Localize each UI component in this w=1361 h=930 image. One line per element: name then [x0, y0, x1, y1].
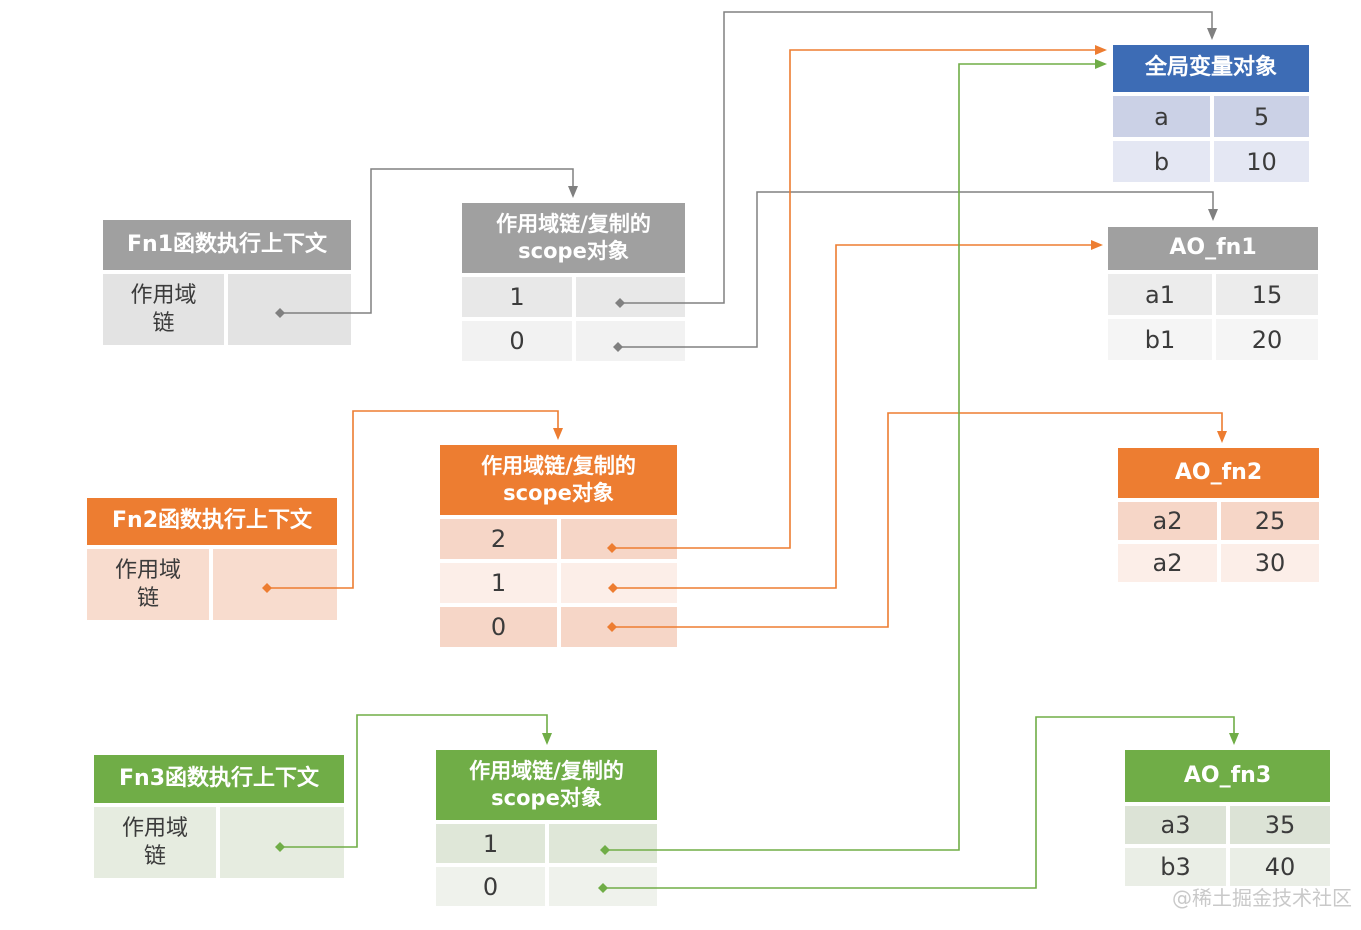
- ao-fn2-title: AO_fn2: [1118, 448, 1319, 498]
- fn2-scope-title-line1: 作用域链/复制的: [481, 453, 636, 478]
- fn1-scope-chain-label-line1: 作用域: [130, 283, 197, 308]
- connector-fn3-scope1-to-global: [600, 59, 1107, 855]
- ao-fn1-row-b1-value: 20: [1216, 319, 1318, 360]
- fn3-scope-chain-label-line2: 链: [143, 843, 166, 869]
- global-table-title: 全局变量对象: [1113, 45, 1309, 92]
- ao-fn1-title: AO_fn1: [1108, 227, 1318, 270]
- fn2-context-table: Fn2函数执行上下文 作用域 链: [87, 498, 337, 620]
- watermark: @稀土掘金技术社区: [1172, 886, 1352, 910]
- table-row: 0: [440, 607, 677, 647]
- fn2-context-title: Fn2函数执行上下文: [87, 498, 337, 545]
- fn3-scope-chain-pointer-cell: [220, 807, 344, 878]
- table-row: 0: [462, 321, 685, 361]
- table-row: 作用域 链: [94, 807, 344, 878]
- table-row: a1 15: [1108, 274, 1318, 315]
- table-row: b1 20: [1108, 319, 1318, 360]
- fn2-scope-pointer-2: [561, 519, 677, 559]
- fn3-scope-chain-label: 作用域 链: [94, 807, 216, 878]
- fn3-scope-pointer-0: [549, 867, 657, 906]
- global-row-b-key: b: [1113, 141, 1210, 182]
- table-row: a2 25: [1118, 502, 1319, 540]
- table-row: 作用域 链: [103, 274, 351, 345]
- table-row: 1: [436, 824, 657, 863]
- fn3-scope-table: 作用域链/复制的 scope对象 1 0: [436, 750, 657, 906]
- fn2-scope-chain-label: 作用域 链: [87, 549, 209, 620]
- ao-fn2-row-1-key: a2: [1118, 502, 1217, 540]
- global-row-b-value: 10: [1214, 141, 1309, 182]
- ao-fn1-table: AO_fn1 a1 15 b1 20: [1108, 227, 1318, 360]
- table-row: b 10: [1113, 141, 1309, 182]
- ao-fn3-table: AO_fn3 a3 35 b3 40: [1125, 750, 1330, 886]
- table-row: 1: [462, 277, 685, 317]
- table-row: b3 40: [1125, 848, 1330, 886]
- fn2-scope-pointer-1: [561, 563, 677, 603]
- ao-fn3-row-a3-key: a3: [1125, 806, 1226, 844]
- fn1-scope-chain-pointer-cell: [228, 274, 351, 345]
- table-row: a2 30: [1118, 544, 1319, 582]
- fn2-scope-title-line2: scope对象: [503, 481, 614, 505]
- fn2-scope-pointer-0: [561, 607, 677, 647]
- fn1-scope-index-1: 1: [462, 277, 572, 317]
- fn1-scope-title-line1: 作用域链/复制的: [496, 211, 651, 236]
- fn3-scope-index-1: 1: [436, 824, 545, 863]
- fn3-context-table: Fn3函数执行上下文 作用域 链: [94, 755, 344, 878]
- table-row: 作用域 链: [87, 549, 337, 620]
- ao-fn2-table: AO_fn2 a2 25 a2 30: [1118, 448, 1319, 582]
- fn3-scope-pointer-1: [549, 824, 657, 863]
- fn1-scope-pointer-1: [576, 277, 685, 317]
- fn2-scope-table: 作用域链/复制的 scope对象 2 1 0: [440, 445, 677, 647]
- table-row: 0: [436, 867, 657, 906]
- fn2-scope-chain-pointer-cell: [213, 549, 337, 620]
- fn3-context-title: Fn3函数执行上下文: [94, 755, 344, 803]
- fn3-scope-table-title: 作用域链/复制的 scope对象: [436, 750, 657, 820]
- table-row: 2: [440, 519, 677, 559]
- table-row: a 5: [1113, 96, 1309, 137]
- fn3-scope-title-line1: 作用域链/复制的: [469, 758, 624, 783]
- table-row: 1: [440, 563, 677, 603]
- fn2-scope-chain-label-line2: 链: [136, 585, 159, 611]
- ao-fn1-row-a1-value: 15: [1216, 274, 1318, 315]
- ao-fn2-row-2-key: a2: [1118, 544, 1217, 582]
- fn2-scope-index-1: 1: [440, 563, 557, 603]
- fn2-scope-table-title: 作用域链/复制的 scope对象: [440, 445, 677, 515]
- fn1-context-title: Fn1函数执行上下文: [103, 220, 351, 270]
- global-row-a-key: a: [1113, 96, 1210, 137]
- fn1-scope-index-0: 0: [462, 321, 572, 361]
- fn1-scope-table-title: 作用域链/复制的 scope对象: [462, 203, 685, 273]
- ao-fn2-row-1-value: 25: [1221, 502, 1319, 540]
- fn1-context-table: Fn1函数执行上下文 作用域 链: [103, 220, 351, 345]
- fn1-scope-title-line2: scope对象: [518, 239, 629, 263]
- connector-fn2-scope1-to-aofn1: [608, 240, 1103, 593]
- ao-fn3-row-b3-key: b3: [1125, 848, 1226, 886]
- ao-fn1-row-b1-key: b1: [1108, 319, 1212, 360]
- global-row-a-value: 5: [1214, 96, 1309, 137]
- fn2-scope-index-0: 0: [440, 607, 557, 647]
- fn3-scope-title-line2: scope对象: [491, 786, 602, 810]
- ao-fn3-row-a3-value: 35: [1230, 806, 1330, 844]
- fn3-scope-chain-label-line1: 作用域: [121, 816, 188, 841]
- fn2-scope-index-2: 2: [440, 519, 557, 559]
- fn1-scope-chain-label: 作用域 链: [103, 274, 224, 345]
- fn1-scope-pointer-0: [576, 321, 685, 361]
- ao-fn3-title: AO_fn3: [1125, 750, 1330, 802]
- table-row: a3 35: [1125, 806, 1330, 844]
- ao-fn1-row-a1-key: a1: [1108, 274, 1212, 315]
- ao-fn2-row-2-value: 30: [1221, 544, 1319, 582]
- fn2-scope-chain-label-line1: 作用域: [114, 558, 181, 583]
- connector-fn2-scope2-to-global: [607, 45, 1107, 553]
- global-table: 全局变量对象 a 5 b 10: [1113, 45, 1309, 182]
- fn1-scope-chain-label-line2: 链: [152, 310, 175, 336]
- fn3-scope-index-0: 0: [436, 867, 545, 906]
- ao-fn3-row-b3-value: 40: [1230, 848, 1330, 886]
- fn1-scope-table: 作用域链/复制的 scope对象 1 0: [462, 203, 685, 361]
